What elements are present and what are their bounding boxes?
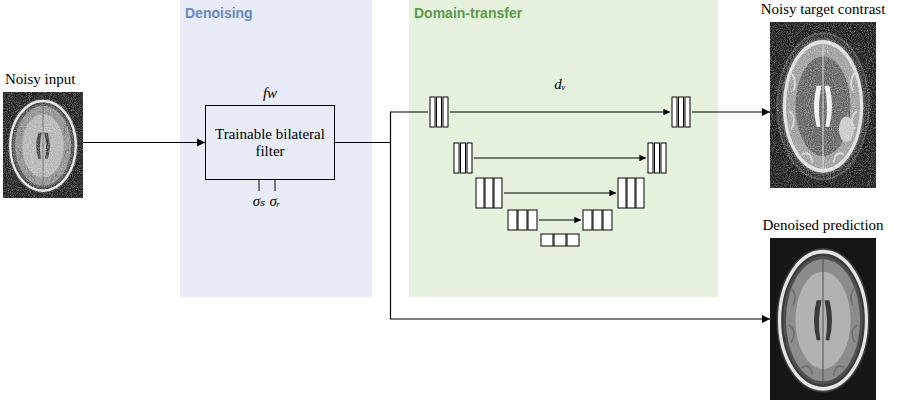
image-caption: Noisy input: [5, 71, 75, 88]
unet-blocks-part: [518, 210, 527, 230]
image-caption: Noisy target contrast: [761, 1, 886, 18]
mri-input-image: [3, 92, 83, 198]
unet-blocks-part: [437, 97, 442, 127]
image-panel: Noisy input: [3, 92, 83, 198]
unet-blocks-part: [541, 234, 553, 246]
connector-arrow: [335, 143, 770, 320]
mri-target-image: [770, 22, 876, 188]
mri-denoised-image: [770, 238, 876, 400]
image-caption: Denoised prediction: [762, 217, 883, 234]
parameter-ticks-part: [259, 180, 260, 191]
unet-blocks-part: [476, 178, 484, 208]
stage-heading: Domain-transfer: [414, 5, 522, 21]
unet-blocks-part: [679, 97, 684, 127]
unet-blocks-part: [443, 97, 448, 127]
unet-skip-connections-part: [504, 192, 616, 193]
image-panel: Noisy target contrast: [770, 22, 876, 188]
unet-blocks-part: [508, 210, 517, 230]
unet-blocks-part: [454, 143, 459, 173]
connector-arrow: [335, 112, 428, 143]
unet-blocks: [430, 97, 690, 246]
stage-band: Domain-transfer dᵥ: [409, 0, 718, 297]
unet-blocks-part: [583, 210, 592, 230]
stage-band: DenoisingfwTrainable bilateral filter: [180, 0, 372, 297]
unet-skip-connections-part: [474, 157, 646, 158]
process-box: fwTrainable bilateral filter: [205, 105, 335, 180]
unet-blocks-part: [603, 210, 612, 230]
unet-blocks-part: [672, 97, 677, 127]
edge-group: [83, 112, 770, 319]
unet-skip-connections: [450, 112, 670, 220]
network-symbol: dᵥ: [428, 76, 692, 93]
unet-blocks-part: [685, 97, 690, 127]
mri-input-image-part: [3, 92, 83, 198]
unet-blocks-part: [618, 178, 626, 208]
mri-denoised-image-part: [770, 238, 876, 400]
unet-blocks-part: [430, 97, 435, 127]
unet-blocks-part: [655, 143, 660, 173]
connector-arrow: [692, 111, 770, 112]
unet-blocks-part: [461, 143, 466, 173]
unet-skip-connections-part: [450, 111, 670, 112]
mri-input-image-part: [3, 92, 83, 198]
unet-network: dᵥ: [428, 30, 692, 270]
mri-target-image-part: [770, 22, 876, 188]
unet-blocks-part: [485, 178, 493, 208]
unet-blocks-part: [593, 210, 602, 230]
unet-blocks-part: [494, 178, 502, 208]
unet-blocks-part: [554, 234, 566, 246]
unet-blocks-part: [636, 178, 644, 208]
mri-target-image-part: [770, 22, 876, 188]
stage-heading: Denoising: [185, 5, 253, 21]
connector-arrow: [83, 142, 205, 143]
unet-blocks-part: [467, 143, 472, 173]
image-panel: Denoised prediction: [770, 238, 876, 400]
parameter-ticks-part: [275, 180, 276, 191]
unet-blocks-part: [661, 143, 666, 173]
unet-blocks-part: [567, 234, 579, 246]
parameter-label: σₛ: [253, 193, 265, 210]
unet-skip-connections-part: [539, 219, 581, 220]
parameter-label: σᵣ: [269, 193, 280, 210]
unet-blocks-part: [648, 143, 653, 173]
process-label: Trainable bilateral filter: [206, 125, 334, 160]
unet-blocks-part: [627, 178, 635, 208]
unet-blocks-part: [528, 210, 537, 230]
parameter-ticks: [259, 180, 275, 191]
function-symbol: fw: [263, 85, 277, 102]
